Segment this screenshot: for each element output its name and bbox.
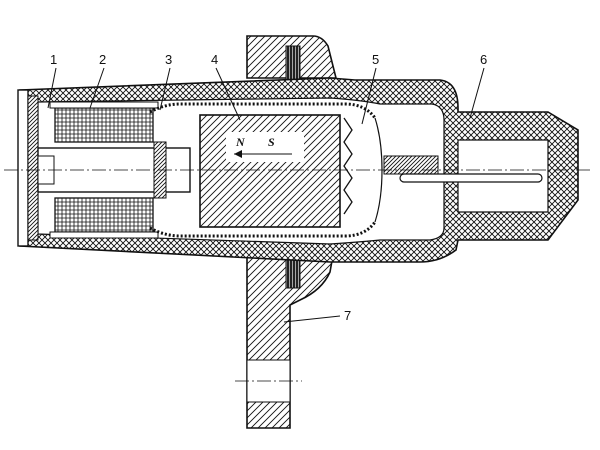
part-label-7: 7 (344, 308, 351, 323)
coil-bobbin-lower (49, 231, 159, 239)
leader-1 (47, 67, 57, 109)
magnet-north-label: N (235, 135, 246, 149)
permanent-magnet (199, 114, 341, 228)
magnet-arrow-head (234, 150, 242, 158)
part-label-5: 5 (372, 52, 379, 67)
leader-3 (159, 67, 171, 111)
sleeve-lower (149, 221, 377, 238)
part-label-1: 1 (50, 52, 57, 67)
coil-bobbin-upper (49, 101, 159, 109)
part-label-2: 2 (99, 52, 106, 67)
coil-winding-lower (54, 197, 154, 233)
part-label-4: 4 (211, 52, 218, 67)
magnet-south-label: S (268, 135, 275, 149)
sleeve-upper (149, 102, 377, 119)
end-plate (17, 89, 29, 247)
part-label-6: 6 (480, 52, 487, 67)
leader-7 (283, 315, 341, 323)
leader-5 (361, 67, 377, 125)
contact-block (383, 155, 439, 175)
magnet-label-area (226, 132, 304, 162)
part-label-3: 3 (165, 52, 172, 67)
contact-spring (343, 117, 353, 215)
connector-pin (399, 173, 543, 183)
leader-6 (469, 67, 485, 119)
leader-4 (215, 67, 241, 121)
end-plate-inner (27, 95, 39, 241)
leader-2 (89, 67, 105, 109)
coil-winding-upper (54, 107, 154, 143)
